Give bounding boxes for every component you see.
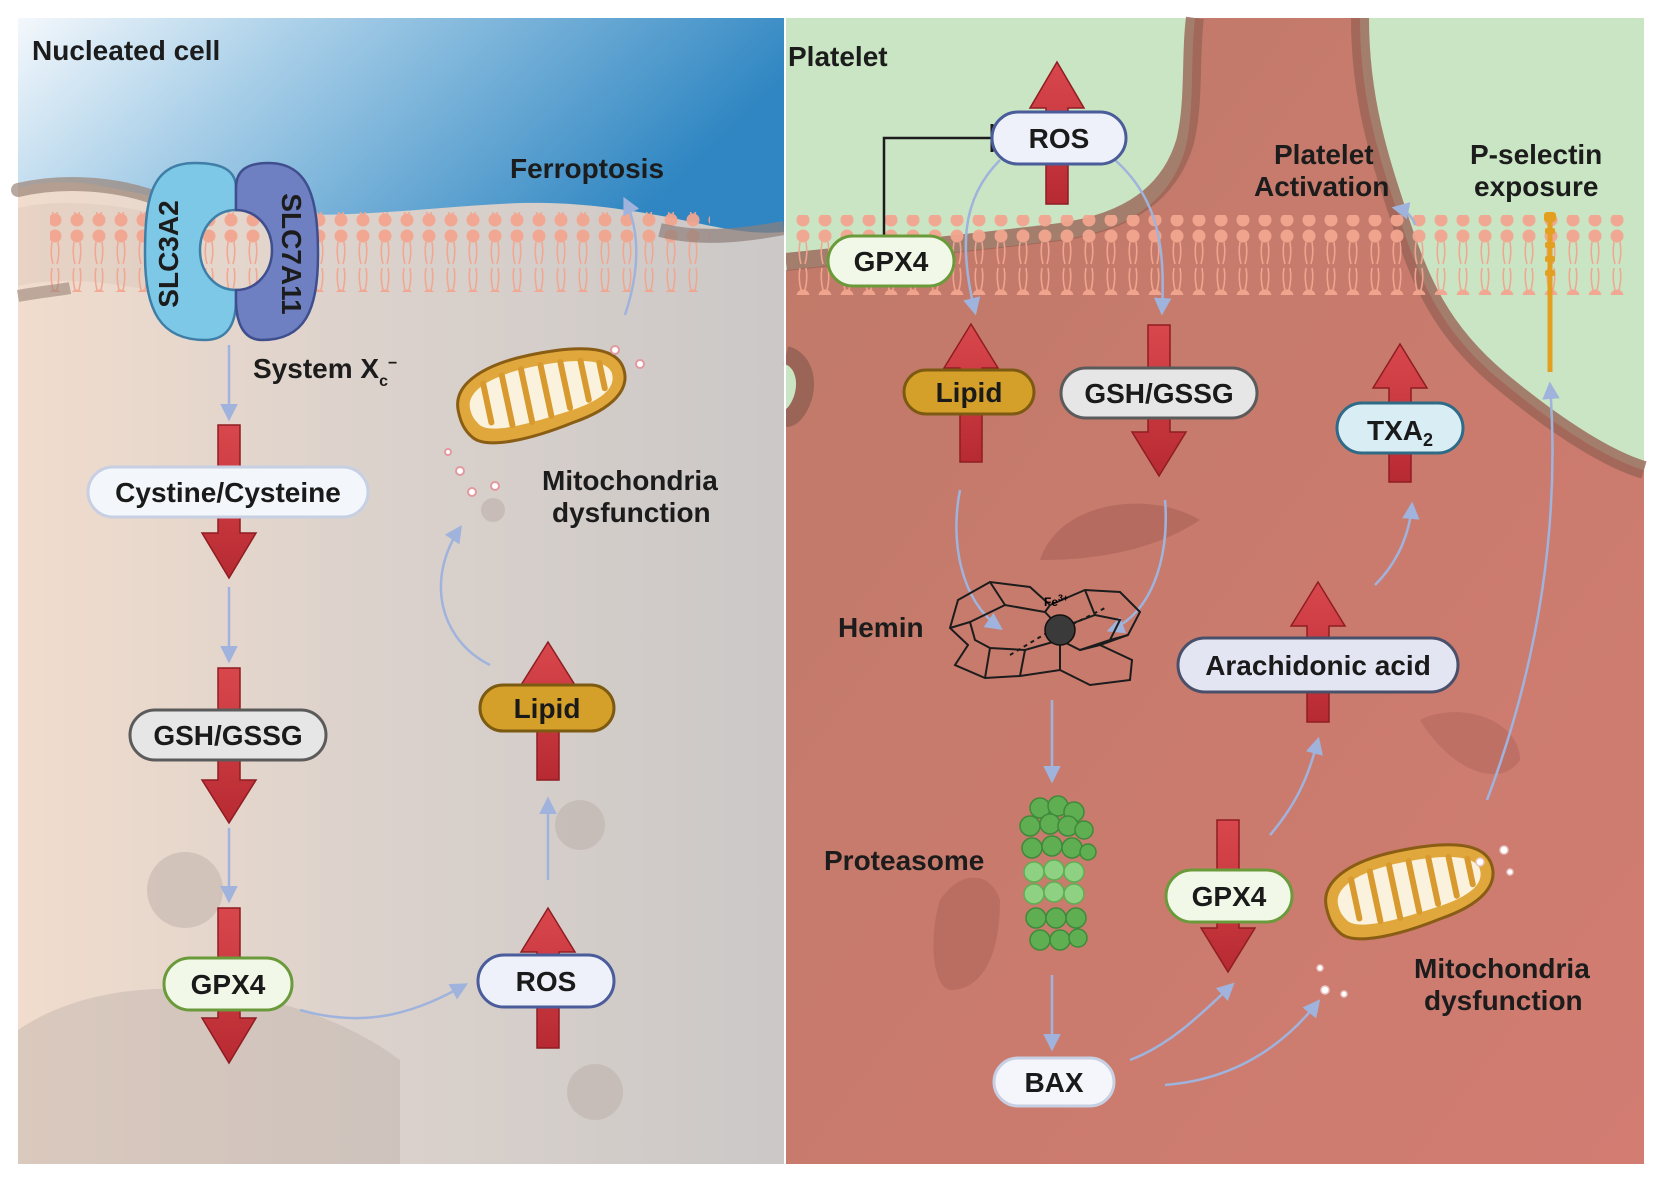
- platelet-title: Platelet: [788, 41, 888, 72]
- left-gsh-label: GSH/GSSG: [153, 720, 302, 751]
- system-xc-label: System Xc−: [253, 353, 397, 390]
- right-mito-line1: Mitochondria: [1414, 953, 1590, 984]
- txa2-label: TXA2: [1367, 415, 1433, 450]
- right-ros-pill: ROS: [990, 110, 1128, 166]
- bax-label: BAX: [1024, 1067, 1083, 1098]
- arachidonic-pill: Arachidonic acid: [1176, 636, 1460, 694]
- platelet-activation-line2: Activation: [1254, 171, 1389, 202]
- right-lipid-pill: Lipid: [902, 368, 1036, 416]
- slc3a2-label: SLC3A2: [153, 200, 184, 307]
- proteasome-icon: [1019, 795, 1097, 951]
- fe-label: Fe3+: [1044, 593, 1068, 609]
- left-mitochondria-icon: [456, 347, 627, 445]
- txa2-pill: TXA2: [1335, 401, 1465, 455]
- ferroptosis-label: Ferroptosis: [510, 153, 664, 184]
- left-flow-arrows: [220, 196, 640, 1020]
- left-gsh-pill: GSH/GSSG: [128, 708, 328, 762]
- proteasome-label: Proteasome: [824, 845, 984, 876]
- right-mito-debris: [1316, 845, 1514, 998]
- right-mito-line2: dysfunction: [1424, 985, 1583, 1016]
- nucleated-cell-title: Nucleated cell: [32, 35, 220, 66]
- cystine-pill: Cystine/Cysteine: [86, 465, 370, 519]
- right-ros-label: ROS: [1029, 123, 1090, 154]
- left-gpx4-label: GPX4: [191, 969, 266, 1000]
- inhibition-line: [882, 136, 992, 240]
- platelet-activation-line1: Platelet: [1274, 139, 1374, 170]
- slc7a11-label: SLC7A11: [276, 193, 307, 314]
- arachidonic-label: Arachidonic acid: [1205, 650, 1431, 681]
- right-lipid-label: Lipid: [936, 377, 1003, 408]
- right-gpx4-bottom-label: GPX4: [1192, 881, 1267, 912]
- bax-pill: BAX: [992, 1056, 1116, 1108]
- right-gpx4-bottom-pill: GPX4: [1164, 868, 1294, 924]
- left-mito-debris: [444, 345, 645, 497]
- left-ros-label: ROS: [516, 966, 577, 997]
- left-mito-line1: Mitochondria: [542, 465, 718, 496]
- left-panel: SLC3A2 SLC7A11 Nucleated cell System Xc−: [11, 18, 786, 1164]
- p-selectin-line1: P-selectin: [1470, 139, 1602, 170]
- right-mitochondria-icon: [1324, 843, 1495, 941]
- cystine-label: Cystine/Cysteine: [115, 477, 341, 508]
- right-flow-arrows: [955, 159, 1560, 1087]
- right-gpx4-top-pill: GPX4: [826, 234, 956, 288]
- iron-atom-icon: [1044, 614, 1076, 646]
- left-lipid-pill: Lipid: [478, 683, 616, 733]
- p-selectin-line2: exposure: [1474, 171, 1599, 202]
- right-gsh-pill: GSH/GSSG: [1059, 366, 1259, 420]
- right-panel: Platelet: [782, 16, 1647, 1164]
- left-gpx4-pill: GPX4: [162, 956, 294, 1012]
- right-gpx4-top-label: GPX4: [854, 246, 929, 277]
- hemin-label: Hemin: [838, 612, 924, 643]
- left-mito-line2: dysfunction: [552, 497, 711, 528]
- right-gsh-label: GSH/GSSG: [1084, 378, 1233, 409]
- p-selectin-knobs: [1544, 212, 1556, 276]
- left-lipid-label: Lipid: [514, 693, 581, 724]
- system-xc-transporter: SLC3A2 SLC7A11: [143, 161, 320, 342]
- left-ros-pill: ROS: [476, 953, 616, 1009]
